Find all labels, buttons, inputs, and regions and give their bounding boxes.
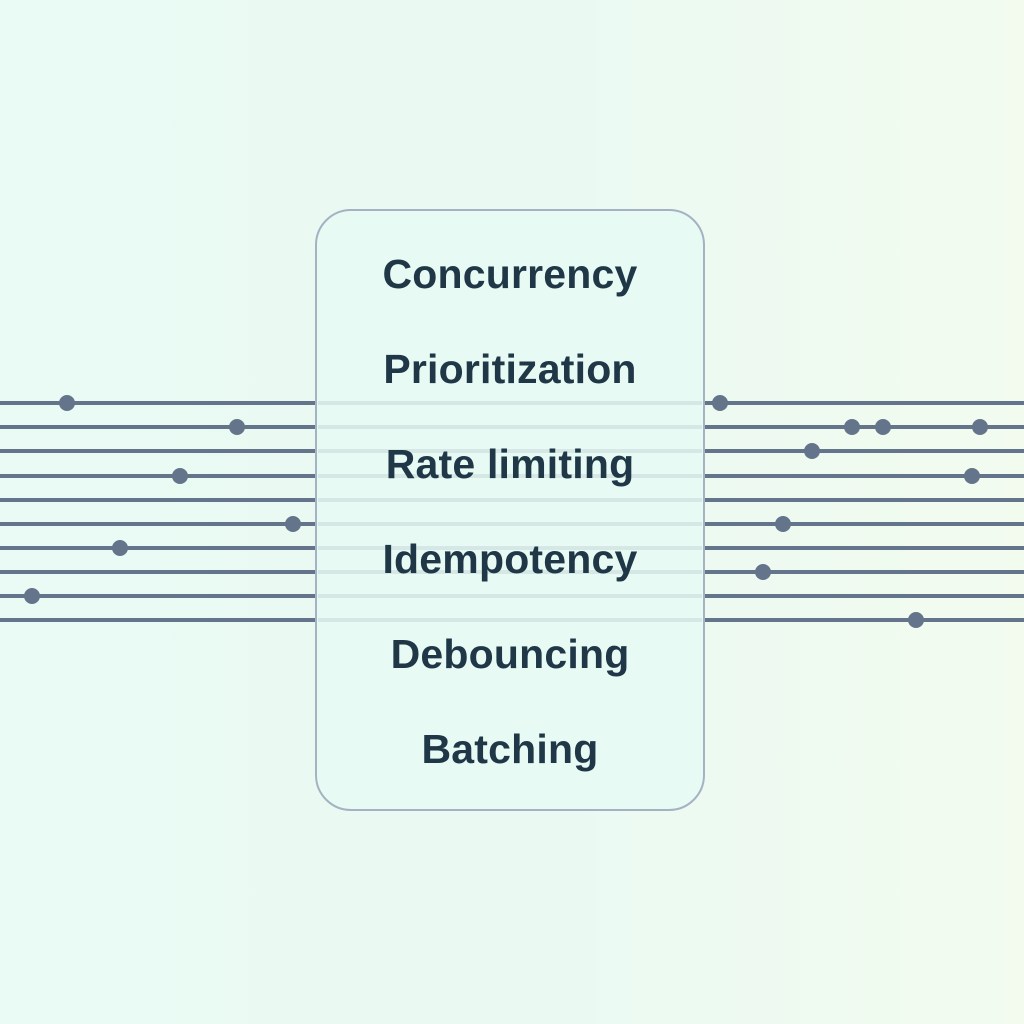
- flow-dot: [59, 395, 75, 411]
- flow-dot: [775, 516, 791, 532]
- card-item-rate-limiting: Rate limiting: [385, 441, 635, 487]
- flow-dot: [972, 419, 988, 435]
- card-item-batching: Batching: [421, 726, 599, 772]
- card-item-debouncing: Debouncing: [390, 631, 630, 677]
- card-item-prioritization: Prioritization: [383, 346, 637, 392]
- flow-dot: [112, 540, 128, 556]
- concepts-card: [315, 209, 705, 811]
- flow-dot: [285, 516, 301, 532]
- card-item-idempotency: Idempotency: [382, 536, 638, 582]
- flow-dot: [964, 468, 980, 484]
- flow-dot: [875, 419, 891, 435]
- flow-dot: [908, 612, 924, 628]
- flow-dot: [804, 443, 820, 459]
- flow-dot: [24, 588, 40, 604]
- card-item-concurrency: Concurrency: [382, 251, 638, 297]
- card-item-list: Concurrency Prioritization Rate limiting…: [315, 209, 705, 811]
- flow-dot: [172, 468, 188, 484]
- flow-dot: [712, 395, 728, 411]
- flow-dot: [844, 419, 860, 435]
- flow-dot: [229, 419, 245, 435]
- flow-dot: [755, 564, 771, 580]
